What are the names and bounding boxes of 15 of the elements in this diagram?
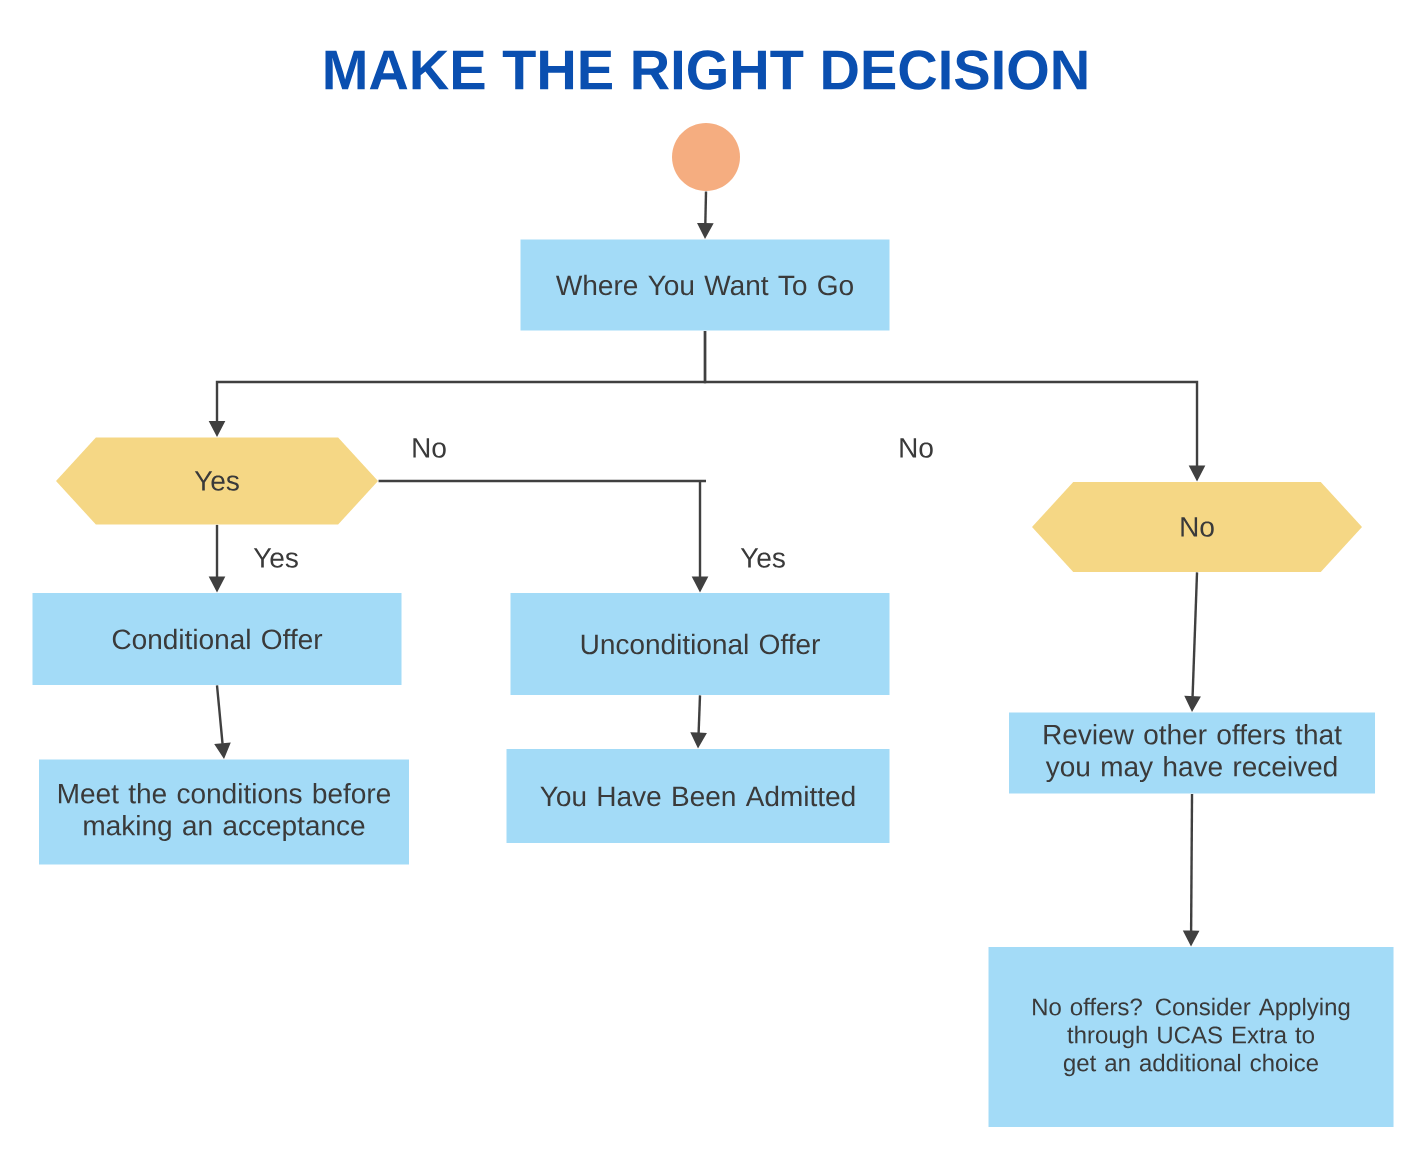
start-circle bbox=[672, 123, 740, 191]
process-box: Unconditional Offer bbox=[510, 593, 890, 695]
process-box: Where You Want To Go bbox=[520, 239, 890, 331]
process-box: Conditional Offer bbox=[32, 593, 402, 685]
title: MAKE THE RIGHT DECISION bbox=[325, 50, 1087, 90]
edge-label: Yes bbox=[740, 548, 785, 568]
branch-label: No bbox=[413, 438, 446, 458]
process-box: Review other offers that you may have received bbox=[1009, 712, 1375, 794]
process-box: You Have Been Admitted bbox=[506, 749, 890, 843]
edge-label: Yes bbox=[253, 548, 298, 568]
process-box: No offers? Consider Applying through UCAS Extra to get an additional choice bbox=[988, 947, 1394, 1127]
decision-hexagon: Yes bbox=[56, 437, 378, 525]
process-box: Meet the conditions before making an acceptance bbox=[39, 759, 409, 865]
decision-hexagon: No bbox=[1032, 482, 1362, 572]
edge-label: No bbox=[900, 438, 933, 458]
